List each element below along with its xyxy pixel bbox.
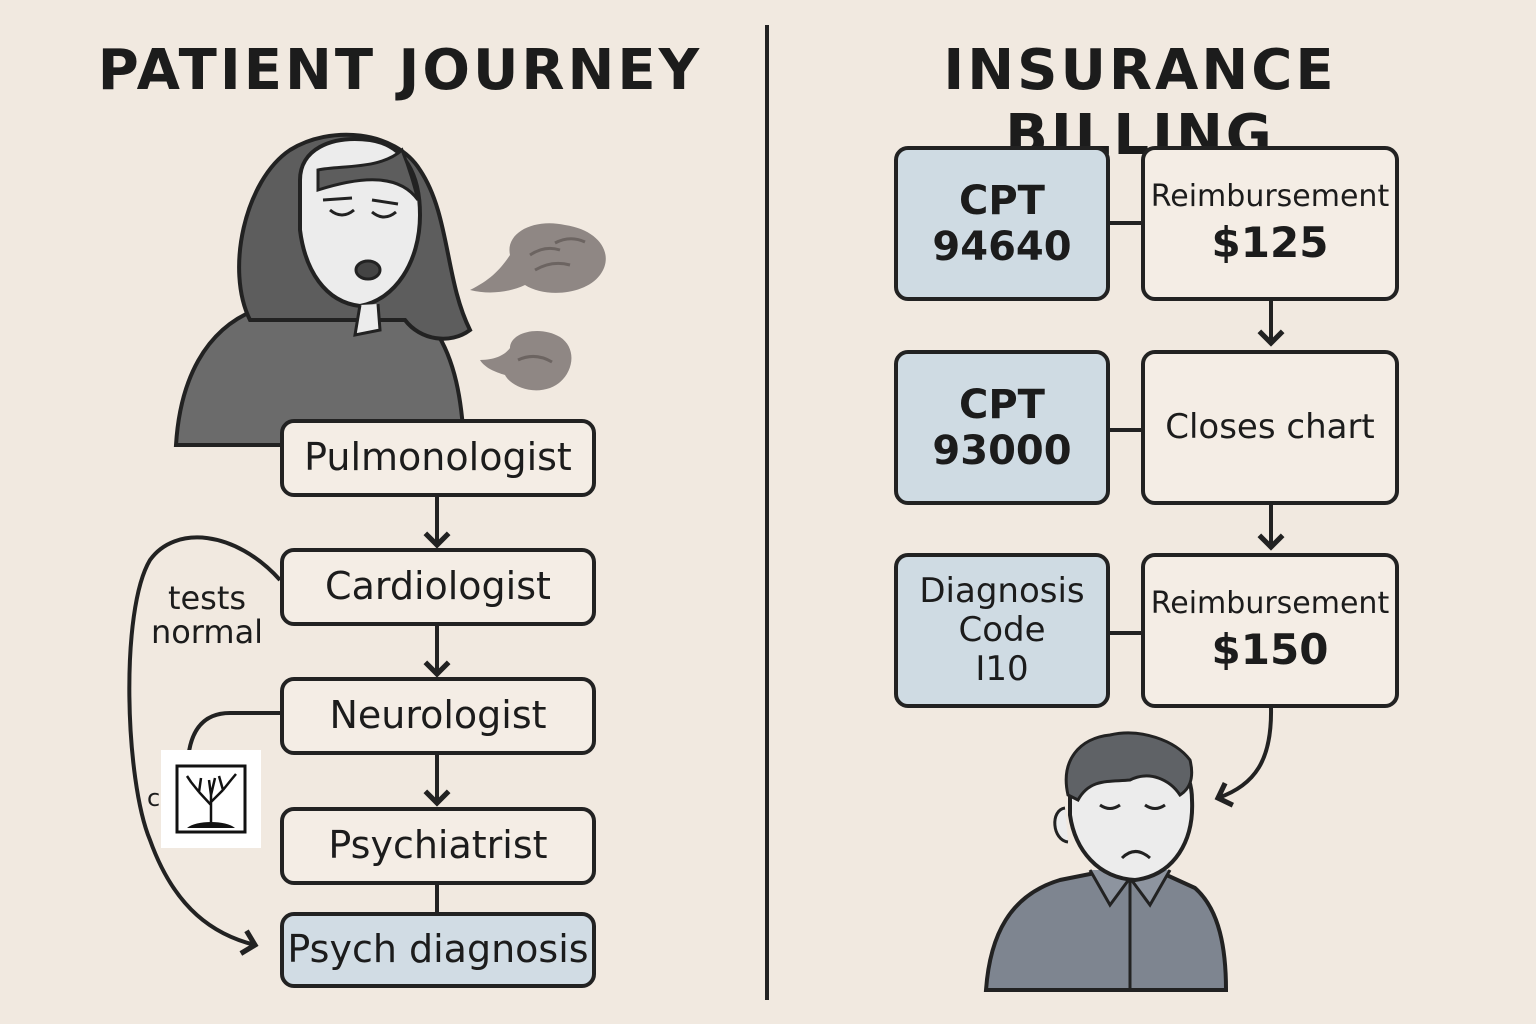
step-psychiatrist: Psychiatrist <box>280 807 596 885</box>
step-label: Psych diagnosis <box>287 927 589 972</box>
diagnosis-code-i10-box: Diagnosis Code I10 <box>894 553 1110 708</box>
code-label: Diagnosis Code I10 <box>919 570 1085 690</box>
outcome-amount: $125 <box>1211 217 1329 267</box>
cpt-94640-box: CPT 94640 <box>894 146 1110 301</box>
cpt-93000-box: CPT 93000 <box>894 350 1110 505</box>
worried-man-illustration <box>983 731 1229 992</box>
outcome-amount: $150 <box>1211 624 1329 674</box>
billing-connectors <box>1110 221 1285 808</box>
patient-journey-title: PATIENT JOURNEY <box>97 38 703 103</box>
outcome-label: Closes chart <box>1165 406 1375 447</box>
code-label: CPT 93000 <box>932 381 1072 474</box>
tree-logo-icon <box>161 750 261 848</box>
sad-woman-illustration <box>173 132 473 447</box>
cut-off-note: c <box>147 784 161 812</box>
step-psych-diagnosis: Psych diagnosis <box>280 912 596 988</box>
cough-cloud-icon <box>470 223 606 391</box>
outcome-label: Reimbursement <box>1150 179 1390 215</box>
step-label: Pulmonologist <box>304 435 572 480</box>
reimbursement-150-box: Reimbursement $150 <box>1141 553 1399 708</box>
closes-chart-box: Closes chart <box>1141 350 1399 505</box>
step-neurologist: Neurologist <box>280 677 596 755</box>
step-label: Psychiatrist <box>328 823 548 868</box>
tests-normal-note: tests normal <box>150 579 264 651</box>
step-pulmonologist: Pulmonologist <box>280 419 596 497</box>
code-label: CPT 94640 <box>932 177 1072 270</box>
outcome-label: Reimbursement <box>1150 586 1390 622</box>
step-label: Neurologist <box>329 693 547 738</box>
reimbursement-125-box: Reimbursement $125 <box>1141 146 1399 301</box>
step-label: Cardiologist <box>325 564 551 609</box>
step-cardiologist: Cardiologist <box>280 548 596 626</box>
